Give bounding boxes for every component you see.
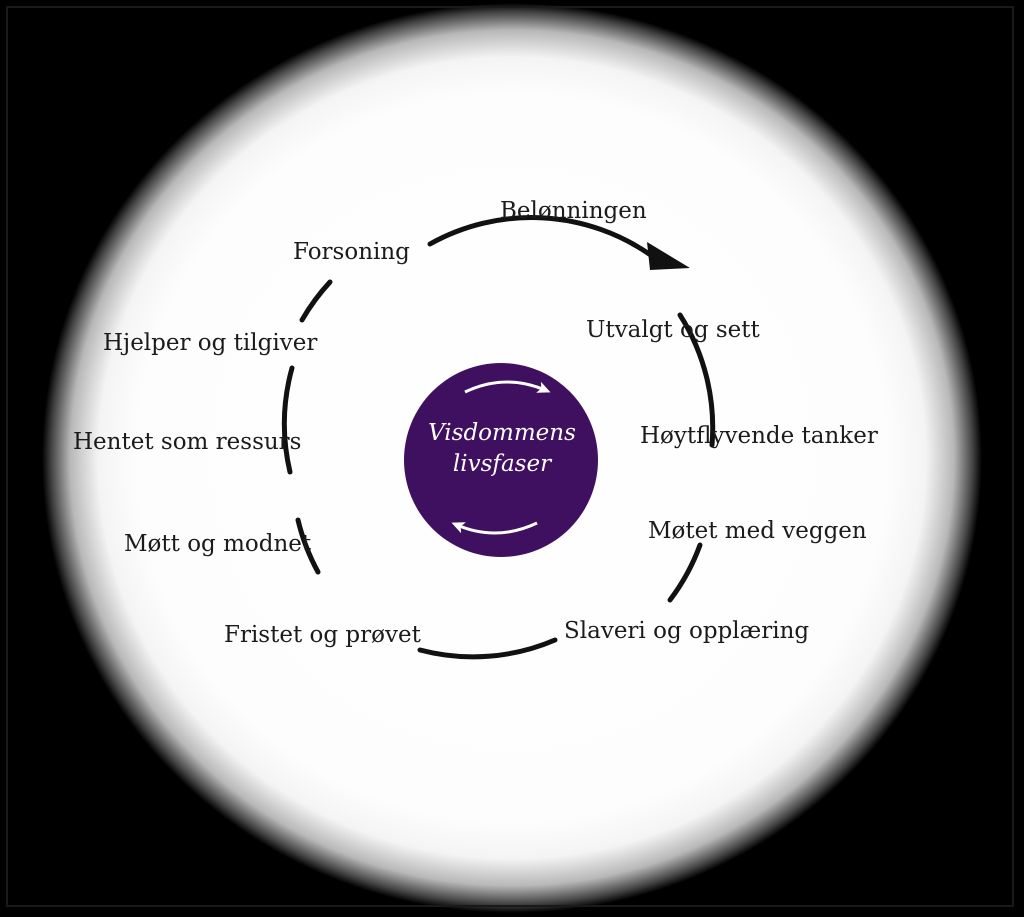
- phase-hjelper-og-tilgiver: Hjelper og tilgiver: [103, 330, 318, 356]
- hub-label-line2: livsfaser: [452, 451, 552, 477]
- ring-segment-right: [677, 312, 716, 448]
- ring-segment-bottom: [417, 637, 558, 660]
- hub-label-line1: Visdommens: [428, 420, 576, 446]
- ring-segment-top-arrow: [427, 215, 655, 259]
- photo-frame: [6, 6, 1014, 907]
- cycle-arrowhead-icon: [647, 242, 690, 270]
- phase-belonningen: Belønningen: [500, 198, 647, 224]
- cycle-ring: [281, 215, 716, 660]
- phase-utvalgt-og-sett: Utvalgt og sett: [586, 317, 760, 343]
- phase-forsoning: Forsoning: [293, 239, 410, 265]
- phase-slaveri-og-opplaering: Slaveri og opplæring: [564, 618, 810, 644]
- ring-segment-left-lower: [295, 517, 321, 575]
- phase-hoytflyvende-tanker: Høytflyvende tanker: [640, 423, 878, 449]
- hub-circle: [404, 363, 598, 557]
- phase-mott-og-modnet: Møtt og modnet: [124, 531, 312, 557]
- hub-label: Visdommens livsfaser: [402, 418, 602, 480]
- ring-segment-right-lower: [667, 542, 703, 603]
- ring-segment-left: [281, 365, 295, 475]
- hub-arrow-top-icon: [464, 380, 551, 394]
- hub-arrow-bottom-icon: [451, 521, 538, 535]
- phase-hentet-som-ressurs: Hentet som ressurs: [73, 429, 302, 455]
- phase-motet-med-veggen: Møtet med veggen: [648, 518, 867, 544]
- phase-fristet-og-provet: Fristet og prøvet: [224, 622, 421, 648]
- ring-segment-left-upper: [299, 279, 333, 323]
